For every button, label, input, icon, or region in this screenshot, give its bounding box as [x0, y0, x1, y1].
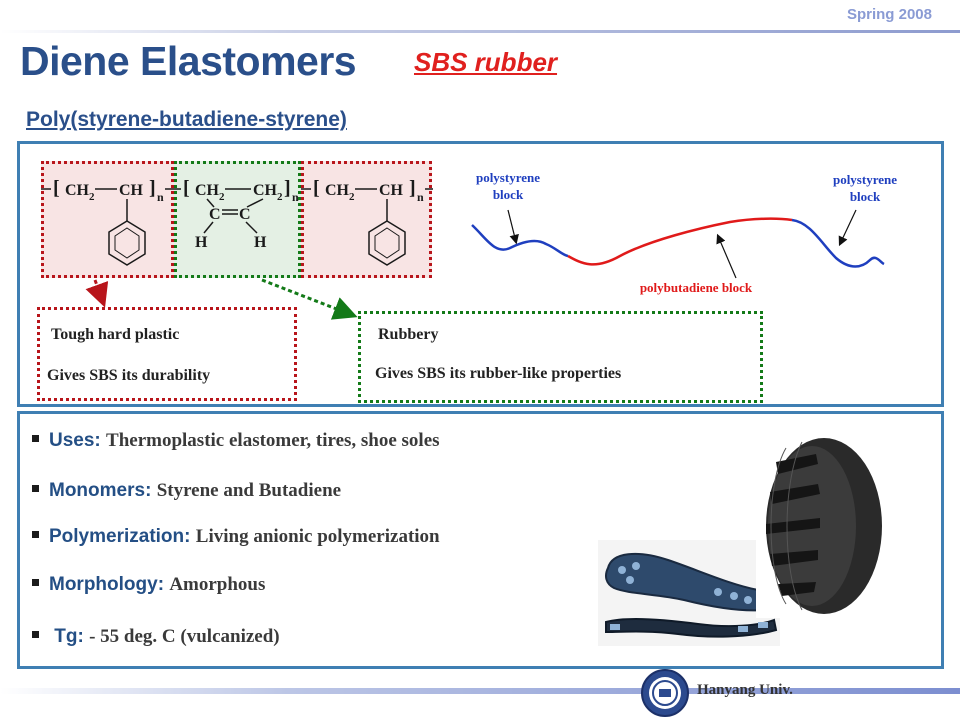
styrene-unit-left-box — [41, 161, 174, 278]
bullet-square-icon — [32, 579, 39, 587]
fact-tg: Tg: - 55 deg. C (vulcanized) — [32, 626, 280, 648]
unit3-phenyl-ring — [368, 220, 406, 266]
unit2-bond-c1 — [206, 198, 215, 208]
unit2-c1-text: C — [209, 206, 221, 223]
pb-arrow — [716, 233, 737, 279]
tire-tread — [766, 454, 820, 596]
fact-value: Styrene and Butadiene — [156, 480, 342, 501]
fact-term: Polymerization: — [49, 526, 191, 547]
unit1-phenyl-ring — [108, 220, 146, 266]
bullet-square-icon — [32, 435, 39, 443]
university-name: Hanyang Univ. — [697, 682, 793, 698]
fact-term: Tg: — [54, 626, 84, 647]
hard-plastic-box — [37, 307, 297, 401]
unit3-phenyl-inner — [374, 227, 400, 259]
unit1-phenyl-inner — [114, 227, 140, 259]
fact-value: - 55 deg. C (vulcanized) — [89, 626, 280, 647]
unit3-bracket-close: ] — [409, 177, 416, 199]
fact-term: Uses: — [49, 430, 101, 451]
fact-morphology: Morphology: Amorphous — [32, 574, 265, 596]
polymer-name-heading: Poly(styrene-butadiene-styrene) — [26, 108, 347, 131]
unit2-c2-text: C — [239, 206, 251, 223]
polystyrene-block-right-curve — [791, 218, 885, 268]
university-seal-icon — [641, 669, 689, 717]
ps-left-arrow — [507, 209, 519, 245]
unit2-bracket-open: [ — [183, 177, 190, 199]
bullet-square-icon — [32, 631, 39, 639]
unit2-ch2a-text: CH2 — [195, 182, 225, 203]
ps-right-arrow — [838, 209, 857, 247]
header-divider — [0, 30, 960, 33]
shoe-sole-image — [598, 540, 780, 646]
fact-value: Living anionic polymerization — [195, 526, 440, 547]
unit3-ch-text: CH — [379, 182, 404, 199]
unit1-ch2-text: CH2 — [65, 182, 95, 203]
shoe-sole-side — [605, 617, 778, 638]
unit2-h2-text: H — [254, 234, 267, 251]
fact-polymerization: Polymerization: Living anionic polymeriz… — [32, 526, 440, 548]
unit1-ch-text: CH — [119, 182, 144, 199]
unit3-bracket-open: [ — [313, 177, 320, 199]
styrene-unit-right-box — [301, 161, 432, 278]
sbs-structure-formula: [ CH2 CH ] n [ CH2 CH2 ] n C C H H [ CH2… — [41, 177, 433, 266]
unit3-n-subscript: n — [417, 190, 424, 204]
footer-divider — [0, 688, 960, 694]
unit2-n-subscript: n — [292, 190, 299, 204]
unit3-ch2-text: CH2 — [325, 182, 355, 203]
fact-value: Thermoplastic elastomer, tires, shoe sol… — [106, 430, 440, 451]
rubbery-title: Rubbery — [378, 326, 439, 343]
unit2-bond-h1 — [203, 221, 214, 234]
pb-label: polybutadiene block — [640, 280, 753, 295]
tire-image — [756, 432, 890, 618]
fact-value: Amorphous — [169, 574, 266, 595]
unit2-bond-h2 — [245, 221, 258, 234]
season-label: Spring 2008 — [846, 6, 932, 23]
unit2-bond-c2 — [246, 198, 264, 208]
fact-monomers: Monomers: Styrene and Butadiene — [32, 480, 341, 502]
fact-uses: Uses: Thermoplastic elastomer, tires, sh… — [32, 430, 440, 452]
bullet-square-icon — [32, 485, 39, 493]
polybutadiene-block-curve — [567, 217, 793, 266]
polystyrene-block-left-curve — [471, 224, 569, 258]
unit1-bracket-open: [ — [53, 177, 60, 199]
unit2-ch2b-text: CH2 — [253, 182, 283, 203]
butadiene-unit-box — [174, 161, 301, 278]
slide-subtitle: SBS rubber — [414, 47, 558, 77]
fact-term: Monomers: — [49, 480, 152, 501]
rubbery-desc: Gives SBS its rubber-like properties — [375, 365, 622, 382]
unit2-bracket-close: ] — [284, 177, 291, 199]
rubbery-box — [358, 311, 763, 403]
unit1-n-subscript: n — [157, 190, 164, 204]
unit2-h1-text: H — [195, 234, 208, 251]
unit1-bracket-close: ] — [149, 177, 156, 199]
bullet-square-icon — [32, 531, 39, 539]
hard-plastic-title: Tough hard plastic — [51, 326, 180, 343]
fact-term: Morphology: — [49, 574, 165, 595]
hard-plastic-desc: Gives SBS its durability — [47, 367, 211, 384]
slide-title: Diene Elastomers — [20, 38, 357, 84]
